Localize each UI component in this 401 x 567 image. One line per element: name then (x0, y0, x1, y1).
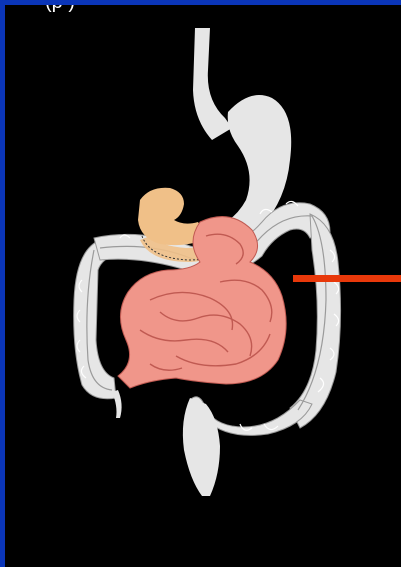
descending-colon (290, 214, 341, 428)
rectum (183, 398, 220, 496)
diagram-frame: (p ) (5, 5, 401, 567)
ascending-colon (74, 240, 118, 399)
pointer-line (293, 275, 401, 282)
digestive-system-diagram (5, 5, 401, 567)
esophagus (193, 28, 232, 140)
appendix (112, 390, 122, 418)
